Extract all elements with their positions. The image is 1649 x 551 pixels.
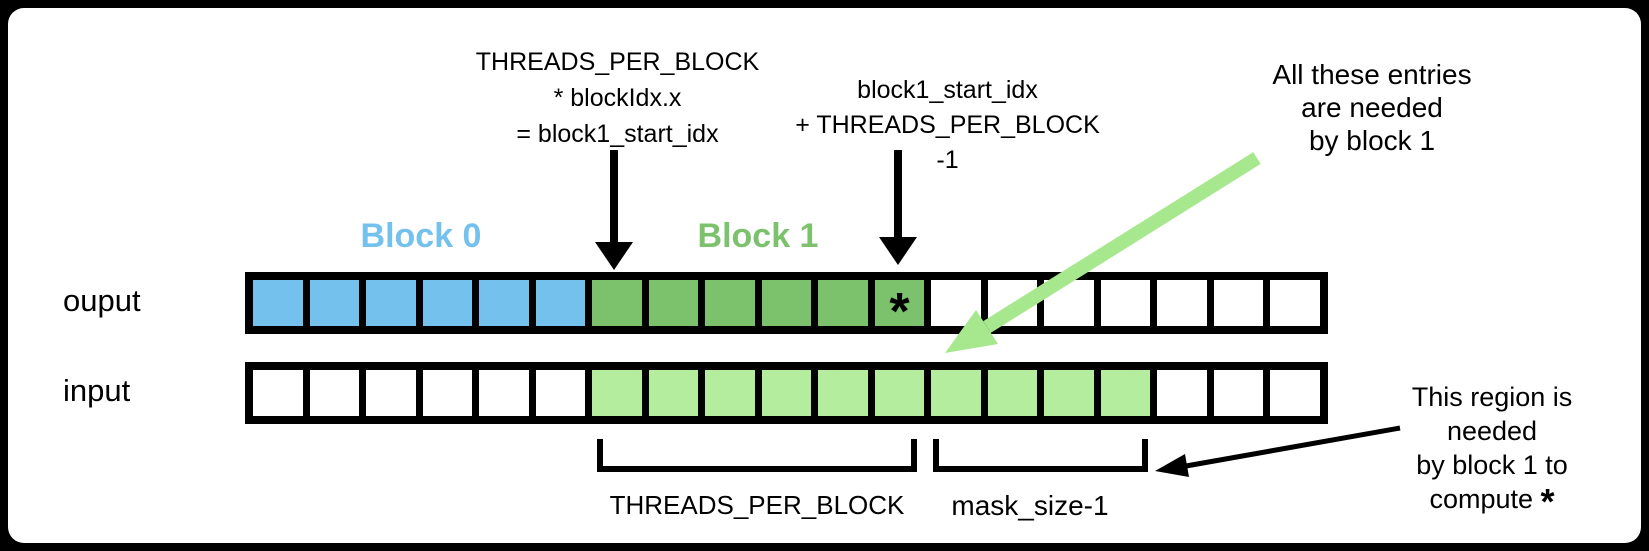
array-cell-block0_blue — [479, 280, 529, 326]
array-cell-halo_green — [761, 370, 812, 416]
input-array-row — [245, 362, 1328, 424]
array-cell-white — [1100, 280, 1151, 326]
array-cell-white — [1213, 280, 1264, 326]
threads-per-block-brace-label: THREADS_PER_BLOCK — [609, 490, 905, 520]
array-cell-white — [309, 370, 360, 416]
array-cell-white — [535, 370, 586, 416]
array-cell-white — [1213, 370, 1264, 416]
annotation-line: All these entries — [1272, 59, 1472, 90]
mask-size-brace-label: mask_size-1 — [951, 490, 1109, 521]
annotation-line: are needed — [1301, 92, 1443, 123]
annotation-line: compute * — [1429, 481, 1555, 522]
array-cell-halo_green — [874, 370, 925, 416]
array-cell-block0_blue — [309, 280, 360, 326]
annotation-line: block1_start_idx — [857, 76, 1038, 104]
array-cell-white — [253, 370, 303, 416]
array-cell-white — [1157, 370, 1207, 416]
block1-label: Block 1 — [697, 217, 819, 255]
array-cell-white — [987, 280, 1038, 326]
array-cell-white — [931, 280, 981, 326]
annotation-line: = block1_start_idx — [516, 120, 719, 148]
array-cell-halo_green — [818, 370, 868, 416]
array-cell-halo_green — [1044, 370, 1094, 416]
annotation-line: by block 1 — [1308, 125, 1436, 156]
array-cell-block1_green — [818, 280, 868, 326]
annotation-block1-end: block1_start_idx + THREADS_PER_BLOCK -1 — [790, 73, 1105, 178]
annotation-line: This region is — [1411, 382, 1573, 412]
array-cell-white — [366, 370, 416, 416]
annotation-line: needed — [1446, 416, 1538, 446]
mask-size-brace — [933, 439, 1148, 472]
array-cell-block1_green — [761, 280, 812, 326]
annotation-entries-needed: All these entries are needed by block 1 — [1247, 58, 1497, 157]
array-cell-white — [1157, 280, 1207, 326]
annotation-region-needed: This region is needed by block 1 to comp… — [1377, 380, 1607, 522]
array-cell-block0_blue — [366, 280, 416, 326]
array-cell-halo_green — [1100, 370, 1151, 416]
input-row-label: input — [63, 373, 131, 408]
array-cell-halo_green — [648, 370, 699, 416]
array-cell-block0_blue — [422, 280, 473, 326]
annotation-line: THREADS_PER_BLOCK — [475, 48, 760, 76]
array-cell-block1_green — [705, 280, 755, 326]
array-cell-white — [1044, 280, 1094, 326]
array-cell-block1_green — [592, 280, 642, 326]
block0-label: Block 0 — [360, 217, 482, 255]
array-cell-block1_green — [648, 280, 699, 326]
output-row-label: ouput — [63, 283, 141, 318]
output-array-row: * — [245, 272, 1328, 338]
array-cell-white — [1270, 280, 1320, 326]
threads-per-block-brace — [597, 439, 917, 472]
annotation-line: + THREADS_PER_BLOCK -1 — [795, 111, 1100, 174]
array-cell-white — [422, 370, 473, 416]
array-cell-white — [1270, 370, 1320, 416]
array-cell-block0_blue — [535, 280, 586, 326]
array-cell-halo_green — [592, 370, 642, 416]
array-cell-block0_blue — [253, 280, 303, 326]
annotation-block1-start: THREADS_PER_BLOCK * blockIdx.x = block1_… — [460, 44, 775, 152]
annotation-line: by block 1 to — [1416, 450, 1568, 480]
annotation-line: * blockIdx.x — [553, 84, 682, 112]
array-cell-white — [479, 370, 529, 416]
array-cell-block1_green: * — [874, 280, 925, 338]
array-cell-halo_green — [931, 370, 981, 416]
array-cell-halo_green — [705, 370, 755, 416]
array-cell-halo_green — [987, 370, 1038, 416]
